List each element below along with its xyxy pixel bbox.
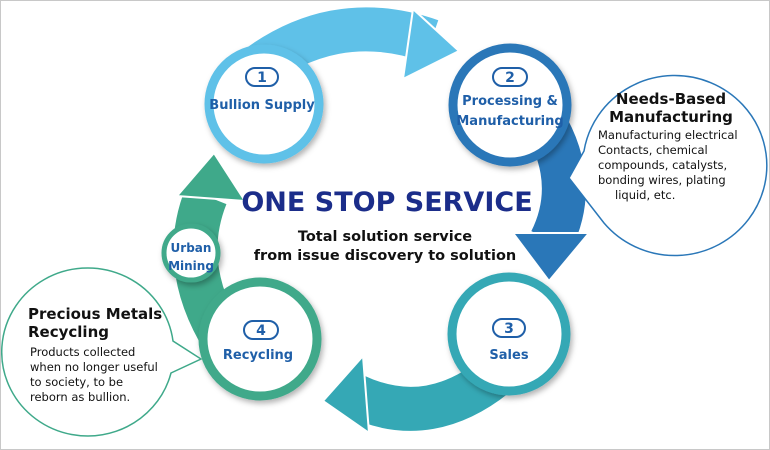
callout-right-text: liquid, etc. (615, 188, 675, 202)
step-number-badge (245, 67, 279, 87)
step-1-bullion-supply (204, 44, 324, 164)
callout-right-title: Needs-Based (616, 90, 726, 108)
center-subtitle: from issue discovery to solution (254, 248, 517, 264)
step-number: 3 (504, 321, 514, 337)
callout-left-bubble (1, 267, 203, 437)
step-3-sales (447, 272, 571, 396)
step-label: Manufacturing (456, 114, 563, 129)
callout-left-title: Precious Metals (28, 305, 162, 323)
center-title: ONE STOP SERVICE (241, 187, 532, 218)
urban-mining-circle (161, 223, 221, 283)
urban-mining-label: Mining (168, 259, 214, 273)
callout-right-text: bonding wires, plating (598, 173, 726, 187)
callout-left-text: Products collected (30, 345, 135, 359)
callout-left-text: when no longer useful (30, 360, 158, 374)
callout-left-text: to society, to be (30, 375, 123, 389)
callout-right-text: Contacts, chemical (598, 143, 708, 157)
step-label: Sales (489, 348, 528, 363)
callout-right-text: Manufacturing electrical (598, 128, 738, 142)
callout-right-bubble (568, 74, 768, 257)
center-subtitle: Total solution service (298, 229, 472, 245)
step-number-badge (492, 318, 526, 338)
step-label: Processing & (462, 94, 558, 109)
callout-left-text: reborn as bullion. (30, 390, 130, 404)
callout-right-text: compounds, catalysts, (598, 158, 727, 172)
callout-left-title: Recycling (28, 323, 109, 341)
step-number-badge (492, 67, 528, 87)
urban-mining-label: Urban (171, 241, 212, 255)
step-label: Bullion Supply (209, 98, 315, 113)
step-label: Recycling (223, 348, 293, 363)
callout-right-title: Manufacturing (609, 108, 733, 126)
step-2-processing (448, 43, 572, 167)
step-number: 2 (505, 70, 515, 86)
step-number: 1 (257, 70, 267, 86)
step-number: 4 (256, 323, 266, 339)
step-number-badge (243, 320, 279, 340)
